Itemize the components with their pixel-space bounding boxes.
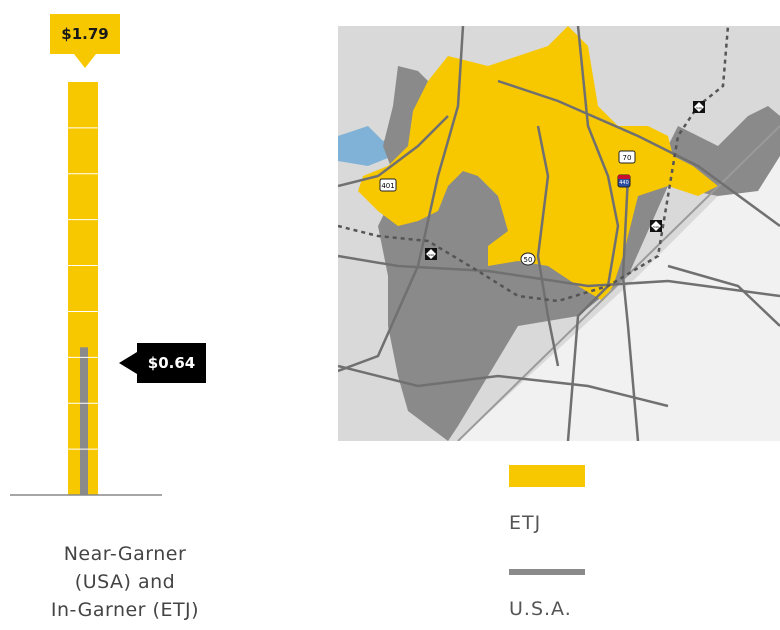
map: 401 70 440 50 540 bbox=[338, 26, 780, 441]
usa-value-callout: $0.64 bbox=[119, 343, 206, 383]
legend-swatch-etj bbox=[509, 465, 585, 487]
shield-540-b-label: 540 bbox=[653, 225, 659, 229]
shield-540-b-icon: 540 bbox=[650, 220, 662, 232]
shield-540-a-label: 540 bbox=[428, 253, 434, 257]
lake-west bbox=[338, 126, 398, 166]
shield-540-a-icon: 540 bbox=[425, 248, 437, 260]
shield-50-icon: 50 bbox=[520, 252, 536, 266]
usa-value-label: $0.64 bbox=[147, 354, 196, 372]
caption-line-1: Near-Garner bbox=[63, 543, 187, 565]
shield-440-icon: 440 bbox=[617, 174, 631, 188]
etj-value-callout: $1.79 bbox=[50, 14, 120, 68]
map-svg: 401 70 440 50 540 bbox=[338, 26, 780, 441]
legend-label-etj: ETJ bbox=[509, 512, 542, 534]
etj-value-label: $1.79 bbox=[61, 25, 109, 43]
shield-540-c-label: 540 bbox=[696, 106, 702, 110]
shield-401-label: 401 bbox=[381, 182, 394, 190]
shield-70-label: 70 bbox=[623, 154, 632, 162]
caption-line-3: In-Garner (ETJ) bbox=[50, 599, 200, 621]
etj-region bbox=[358, 26, 718, 301]
shield-440-label: 440 bbox=[619, 180, 629, 186]
map-outside-area bbox=[458, 126, 780, 441]
road-shields: 401 70 440 50 540 bbox=[379, 101, 705, 266]
shield-50-label: 50 bbox=[524, 256, 533, 264]
roads bbox=[338, 26, 780, 441]
usa-bar bbox=[80, 347, 88, 495]
legend-label-usa: U.S.A. bbox=[509, 598, 572, 620]
chart-caption: Near-Garner (USA) and In-Garner (ETJ) bbox=[20, 540, 230, 624]
bar-chart bbox=[10, 82, 162, 496]
shield-70-icon: 70 bbox=[618, 150, 636, 164]
shield-401-icon: 401 bbox=[379, 178, 397, 192]
caption-line-2: (USA) and bbox=[74, 571, 176, 593]
shield-540-c-icon: 540 bbox=[693, 101, 705, 113]
legend-swatch-usa bbox=[509, 569, 585, 575]
